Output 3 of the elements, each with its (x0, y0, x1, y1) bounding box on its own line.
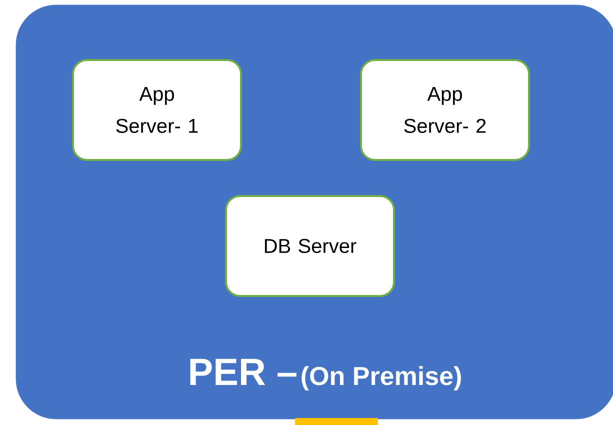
server-box: App Server- 2 (360, 59, 530, 161)
server-box: DB Server (225, 195, 395, 297)
server-box: App Server- 1 (72, 59, 242, 161)
